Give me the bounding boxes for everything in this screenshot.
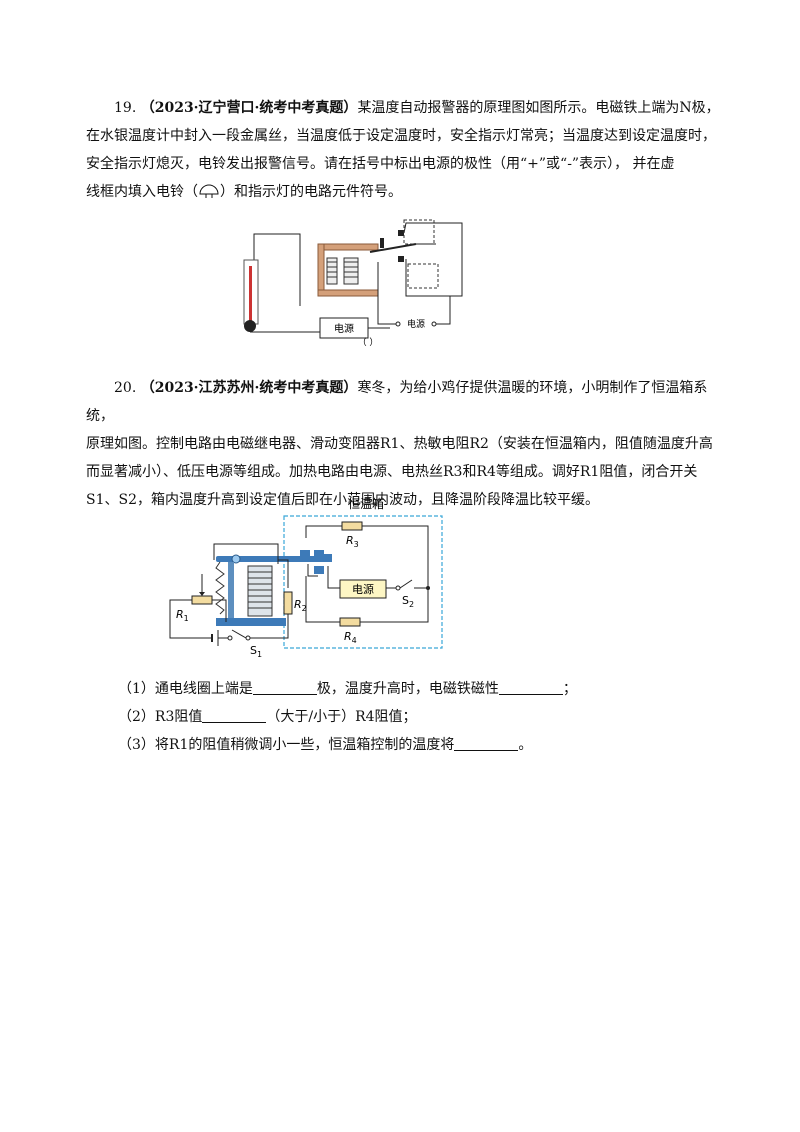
- label-S1: S1: [250, 644, 262, 659]
- q19-line-2: 在水银温度计中封入一段金属丝，当温度低于设定温度时，安全指示灯常亮；当温度达到设…: [86, 128, 716, 144]
- q20-sub-2: （2）R3阻值（大于/小于）R4阻值；: [118, 708, 417, 725]
- question-20: 20. （2023·江苏苏州·统考中考真题）寒冬，为给小鸡仔提供温暖的环境，小明…: [86, 374, 726, 514]
- label-R2: R2: [294, 598, 307, 613]
- q19-line-4: 线框内填入电铃（）和指示灯的电路元件符号。: [86, 184, 402, 200]
- label-R1: R1: [176, 608, 189, 623]
- q19-line-3: 安全指示灯熄灭，电铃发出报警信号。请在括号中标出电源的极性（用“+”或“-”表示…: [86, 156, 675, 172]
- label-R4: R4: [344, 630, 357, 645]
- q19-power-label: 电源: [334, 322, 354, 335]
- q20-line-4: S1、S2，箱内温度升高到设定值后即在小范围内波动，且降温阶段降温比较平缓。: [86, 492, 599, 508]
- q19-polarity-bracket: （ ）: [358, 337, 379, 348]
- q20-line-2: 原理如图。控制电路由电磁继电器、滑动变阻器R1、热敏电阻R2（安装在恒温箱内，阻…: [86, 436, 713, 452]
- q19-source: （2023·辽宁营口·统考中考真题）: [140, 100, 358, 116]
- answer-blank-1[interactable]: [252, 680, 317, 695]
- q20-sub-3: （3）将R1的阻值稍微调小一些，恒温箱控制的温度将。: [118, 736, 533, 753]
- label-S2: S2: [402, 594, 414, 609]
- answer-blank-3[interactable]: [202, 708, 267, 723]
- q19-power-label-2: 电源: [407, 318, 425, 330]
- q20-power-label: 电源: [352, 582, 374, 596]
- answer-blank-4[interactable]: [454, 736, 519, 751]
- answer-blank-2[interactable]: [498, 680, 563, 695]
- q20-box-title: 恒温箱: [348, 496, 384, 511]
- q20-line-3: 而显著减小）、低压电源等组成。加热电路由电源、电热丝R3和R4等组成。调好R1阻…: [86, 464, 698, 480]
- bell-symbol-icon: [199, 184, 219, 198]
- thermostat-box: [283, 515, 443, 649]
- q19-line-1: 19. （2023·辽宁营口·统考中考真题）某温度自动报警器的原理图如图所示。电…: [114, 100, 720, 116]
- q20-sub-1: （1）通电线圈上端是极，温度升高时，电磁铁磁性；: [118, 680, 577, 697]
- q20-source: （2023·江苏苏州·统考中考真题）: [140, 380, 358, 396]
- label-R3: R3: [346, 534, 359, 549]
- q20-line-1: 20. （2023·江苏苏州·统考中考真题）寒冬，为给小鸡仔提供温暖的环境，小明…: [86, 380, 708, 424]
- q20-circuit-diagram: 恒温箱 R3 R4 电源 S2 R2 S1 R1: [169, 496, 443, 659]
- q19-circuit-diagram: 电源 （ ） 电源: [243, 219, 463, 348]
- question-19: 19. （2023·辽宁营口·统考中考真题）某温度自动报警器的原理图如图所示。电…: [86, 94, 726, 206]
